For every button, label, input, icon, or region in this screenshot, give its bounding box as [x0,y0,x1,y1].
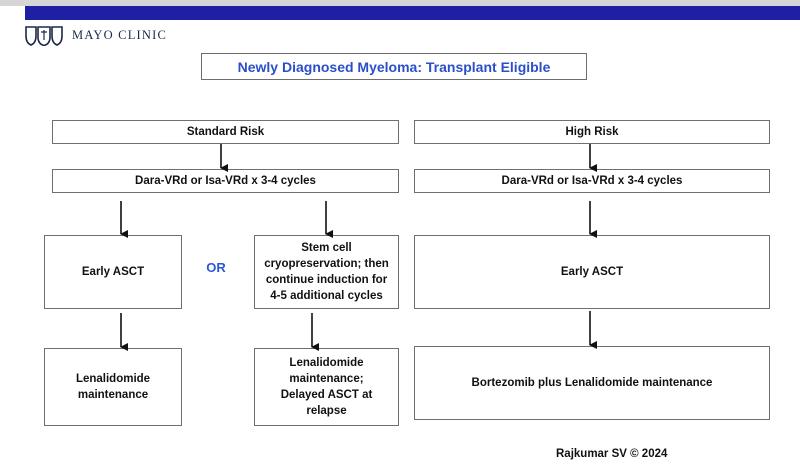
copyright-credit: Rajkumar SV © 2024 [556,448,668,460]
stem-cell-box: Stem cell cryopreservation; then continu… [254,235,399,309]
high-induction-box: Dara-VRd or Isa-VRd x 3-4 cycles [414,169,770,193]
standard-risk-box: Standard Risk [52,120,399,144]
mayo-shields-icon [25,26,63,46]
bortezomib-lenalidomide-box: Bortezomib plus Lenalidomide maintenance [414,346,770,420]
header-band [25,6,800,20]
standard-induction-box: Dara-VRd or Isa-VRd x 3-4 cycles [52,169,399,193]
top-gray-strip [0,0,800,6]
or-label: OR [206,260,226,275]
diagram-title: Newly Diagnosed Myeloma: Transplant Elig… [201,53,587,80]
logo-text: MAYO CLINIC [72,27,168,42]
early-asct-high-box: Early ASCT [414,235,770,309]
high-risk-box: High Risk [414,120,770,144]
mayo-clinic-logo: MAYO CLINIC [24,23,167,47]
lenalidomide-maintenance-box: Lenalidomide maintenance [44,348,182,426]
early-asct-standard-box: Early ASCT [44,235,182,309]
lenalidomide-delayed-asct-box: Lenalidomide maintenance; Delayed ASCT a… [254,348,399,426]
